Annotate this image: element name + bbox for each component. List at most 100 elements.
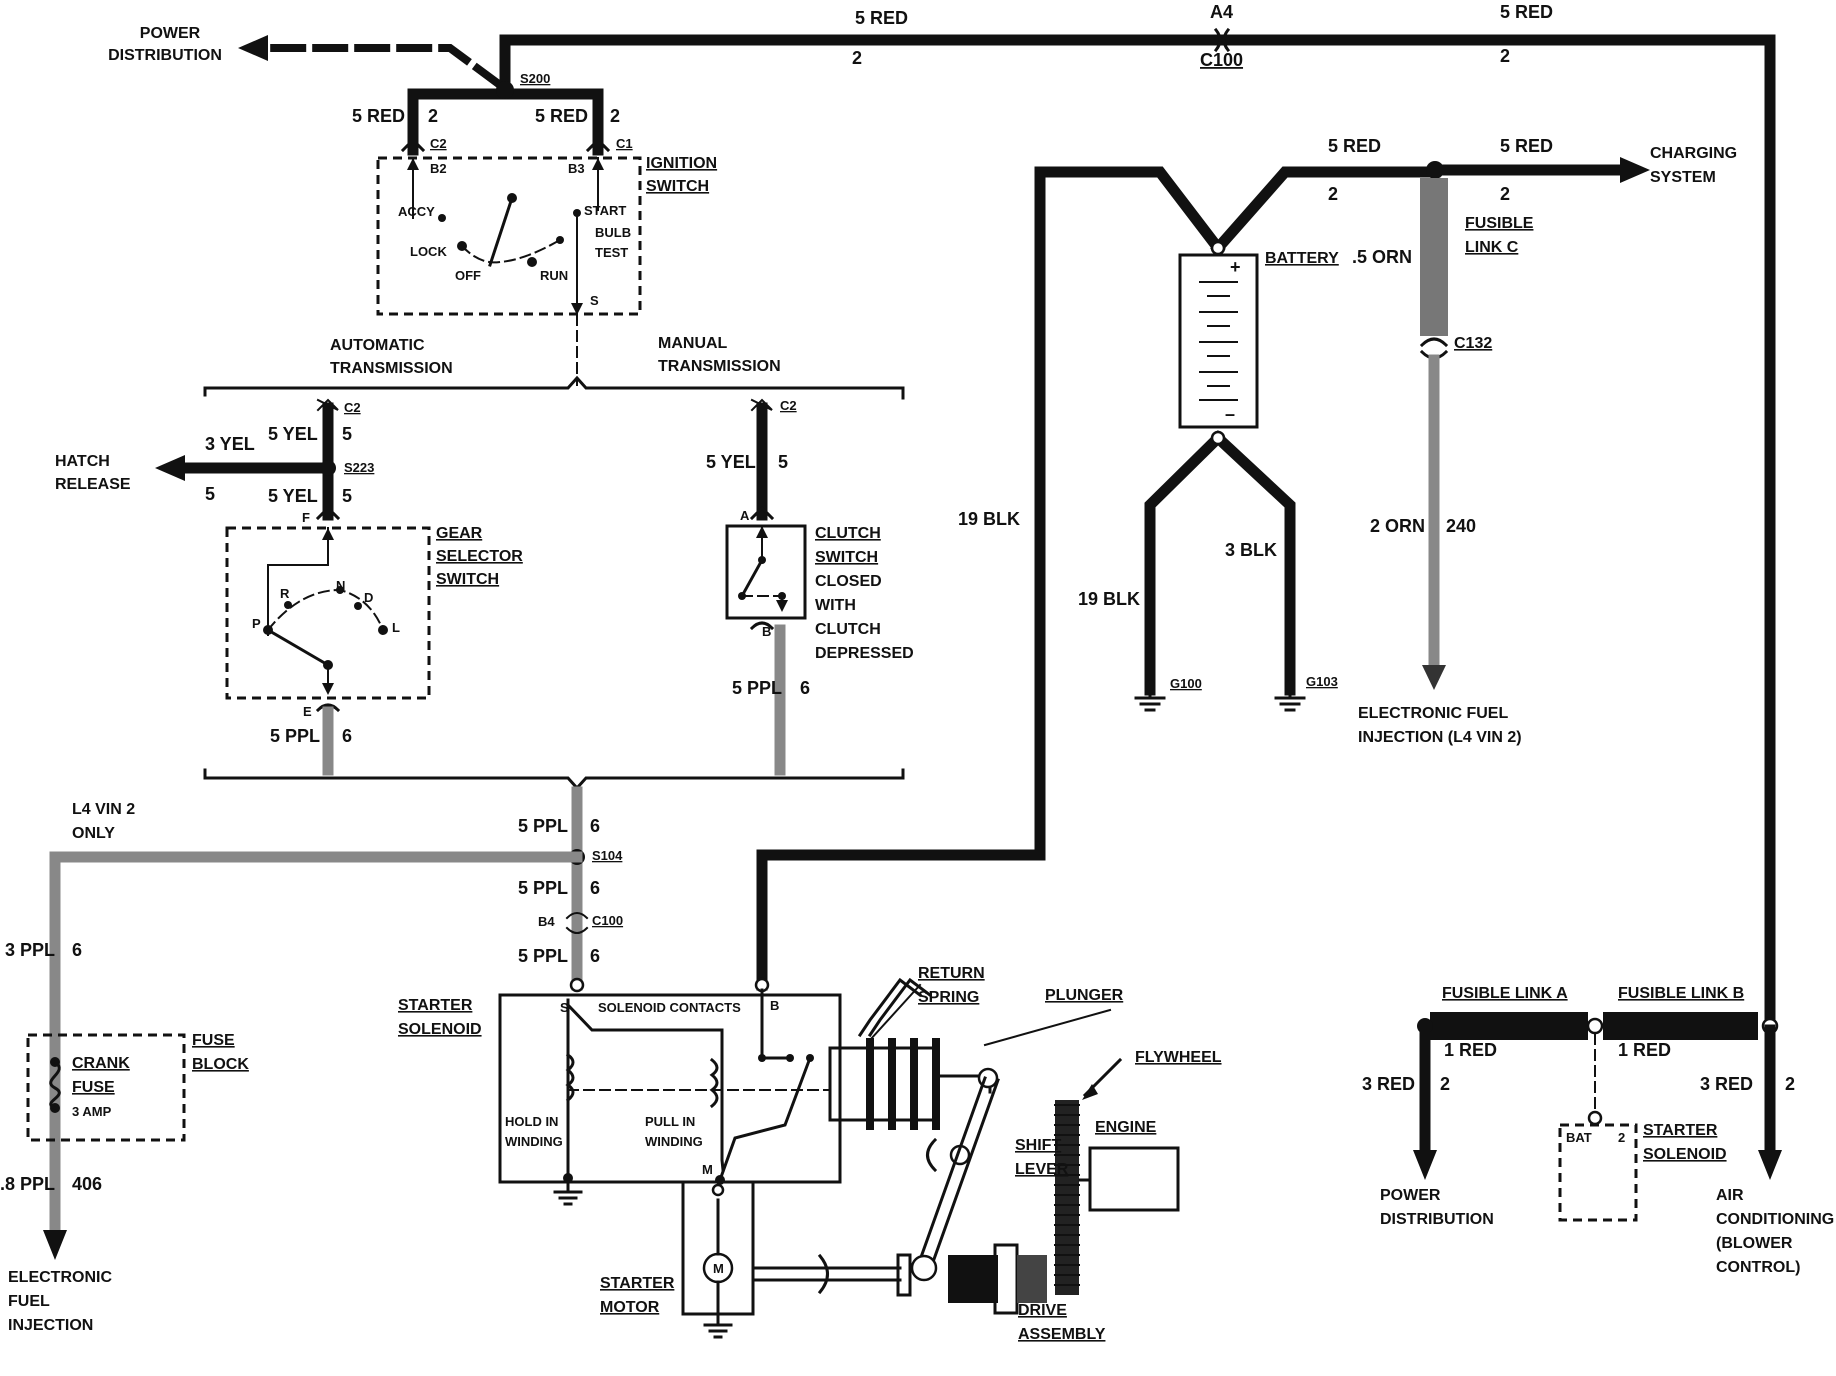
circuit-label: 2 — [1500, 184, 1510, 204]
splice-s200 — [496, 81, 514, 99]
wire-label: 1 RED — [1618, 1040, 1671, 1060]
gear-r-label: R — [280, 586, 290, 601]
ground-g103-label: G103 — [1306, 674, 1338, 689]
battery-plus-label: + — [1230, 257, 1241, 277]
circuit-label: 6 — [342, 726, 352, 746]
arrow-left-icon — [238, 35, 268, 61]
circuit-label: 5 — [778, 452, 788, 472]
accy-label: ACCY — [398, 204, 435, 219]
circuit-label: 2 — [1440, 1074, 1450, 1094]
connector-c2-label: C2 — [344, 400, 361, 415]
battery — [1178, 253, 1259, 429]
terminal-m-label: M — [702, 1162, 713, 1177]
battery-label: BATTERY — [1265, 250, 1339, 267]
arrow-right-icon — [1620, 157, 1650, 183]
wire-label: 5 YEL — [268, 424, 318, 444]
terminal-b-label: B — [762, 624, 771, 639]
splice-s223-label: S223 — [344, 460, 374, 475]
arrow-left-icon — [155, 455, 185, 481]
terminal-b-label: B — [770, 998, 779, 1013]
wire-label: 5 RED — [535, 106, 588, 126]
manual-transmission-wiring — [749, 398, 775, 521]
start-label: START — [584, 203, 626, 218]
circuit-label: 2 — [1328, 184, 1338, 204]
wire-label: 5 PPL — [518, 946, 568, 966]
fusible-link-a-label: FUSIBLE LINK A — [1442, 985, 1568, 1002]
circuit-label: 2 — [852, 48, 862, 68]
splice-s104-label: S104 — [592, 848, 623, 863]
connector-c100-label: C100 — [1200, 50, 1243, 70]
connector-c132-label: C132 — [1454, 335, 1492, 352]
arrow-down-icon — [1758, 1150, 1782, 1180]
flywheel — [1054, 1057, 1123, 1295]
drive-assembly — [948, 1243, 1047, 1315]
arrow-down-icon — [43, 1230, 67, 1260]
solenoid-contacts-label: SOLENOID CONTACTS — [598, 1000, 741, 1015]
fuse-rating-label: 3 AMP — [72, 1104, 112, 1119]
circuit-label: 2 — [1500, 46, 1510, 66]
terminal-f-label: F — [302, 510, 310, 525]
wire-label: 3 RED — [1362, 1074, 1415, 1094]
engine-label: ENGINE — [1095, 1119, 1157, 1136]
terminal-b2-label: B2 — [430, 161, 447, 176]
plunger-and-spring — [828, 977, 992, 1130]
lock-label: LOCK — [410, 244, 447, 259]
wire-label: .5 ORN — [1352, 247, 1412, 267]
arrow-down-icon — [1422, 665, 1446, 690]
circuit-label: 2 — [1785, 1074, 1795, 1094]
wire-label: 5 PPL — [270, 726, 320, 746]
circuit-label: 6 — [72, 940, 82, 960]
starter-motor — [681, 1180, 912, 1339]
connector-c1-label: C1 — [616, 136, 633, 151]
fusible-link-c — [1419, 178, 1449, 690]
gear-n-label: N — [336, 578, 345, 593]
arrow-down-icon — [1413, 1150, 1437, 1180]
gear-l-label: L — [392, 620, 400, 635]
wire-label: 3 BLK — [1225, 540, 1277, 560]
connector-c2-label: C2 — [780, 398, 797, 413]
battery-wiring — [754, 157, 1650, 993]
circuit-label: 5 — [342, 486, 352, 506]
circuit-label: 240 — [1446, 516, 1476, 536]
connector-c2-label: C2 — [430, 136, 447, 151]
wire-label: 5 PPL — [518, 816, 568, 836]
circuit-label: 2 — [1618, 1130, 1625, 1145]
wire-label: 5 RED — [1328, 136, 1381, 156]
splice-s200-label: S200 — [520, 71, 550, 86]
terminal-s-label: S — [590, 293, 599, 308]
wire-label: 5 YEL — [706, 452, 756, 472]
top-feed-wiring — [238, 27, 1776, 1026]
ground-g103 — [1274, 680, 1306, 712]
purple-circuit-wiring — [43, 786, 589, 1260]
gear-selector-switch — [225, 526, 431, 776]
terminal-e-label: E — [303, 704, 312, 719]
automatic-transmission-wiring — [155, 398, 341, 521]
circuit-label: 406 — [72, 1174, 102, 1194]
engine — [1078, 1146, 1180, 1212]
terminal-b3-label: B3 — [568, 161, 585, 176]
circuit-label: 5 — [205, 484, 215, 504]
circuit-label: 6 — [800, 678, 810, 698]
wire-label: 5 PPL — [518, 878, 568, 898]
connector-c100-top — [1213, 27, 1222, 53]
